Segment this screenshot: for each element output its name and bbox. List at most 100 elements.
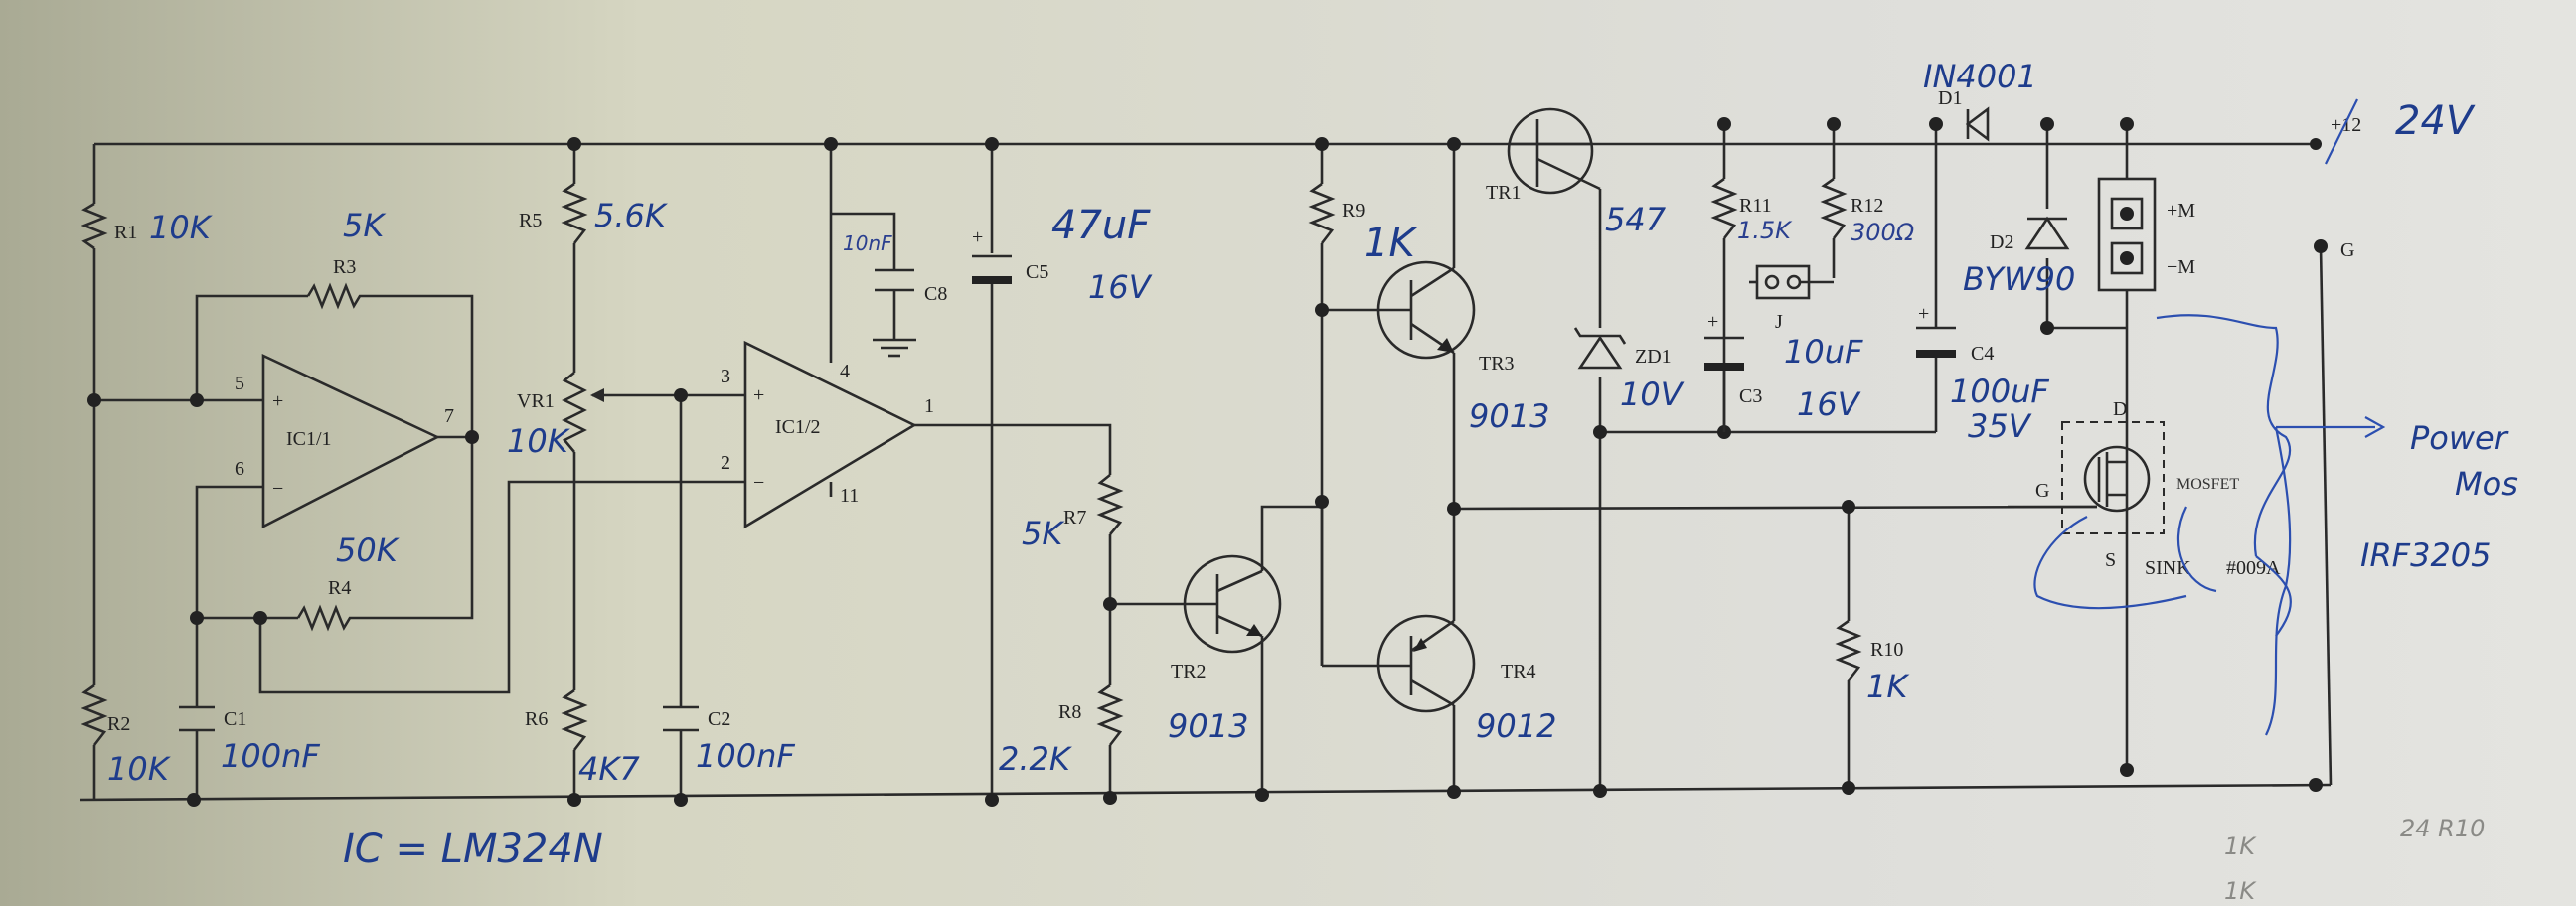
- svg-text:24 R10: 24 R10: [2400, 815, 2485, 842]
- svg-text:D2: D2: [1990, 231, 2013, 253]
- mosfet: D G S MOSFET SINK #009A: [2035, 398, 2281, 579]
- svg-text:4K7: 4K7: [578, 750, 640, 788]
- svg-text:BYW90: BYW90: [1963, 260, 2075, 298]
- resistor-r8: R8 2.2K: [999, 683, 1124, 778]
- transistor-tr3: TR3 9013: [1376, 260, 1549, 435]
- svg-text:47uF: 47uF: [1051, 203, 1151, 248]
- junction-dots: [87, 117, 2328, 807]
- svg-text:11: 11: [840, 485, 859, 507]
- resistor-r1: R1 10K: [80, 202, 214, 250]
- svg-text:VR1: VR1: [517, 390, 555, 412]
- transistor-tr1: TR1 547: [1486, 107, 1667, 238]
- opamp-ic1-1: IC1/1 + − 5 6 7: [235, 353, 454, 529]
- svg-text:1K: 1K: [1866, 668, 1910, 705]
- svg-text:3: 3: [721, 366, 730, 387]
- svg-text:R12: R12: [1851, 195, 1883, 217]
- svg-text:2: 2: [721, 452, 730, 474]
- svg-text:6: 6: [235, 458, 244, 480]
- svg-text:1.5K: 1.5K: [1737, 217, 1793, 244]
- svg-text:R10: R10: [1870, 639, 1903, 661]
- svg-text:−: −: [272, 478, 283, 500]
- svg-text:Mos: Mos: [2455, 465, 2518, 503]
- resistor-r3: R3 5K: [306, 207, 387, 310]
- faint-notes: 1K 1K 24 R10: [2224, 815, 2485, 905]
- svg-text:16V: 16V: [1088, 268, 1153, 306]
- svg-text:+: +: [1707, 311, 1718, 333]
- svg-text:1K: 1K: [2224, 877, 2257, 905]
- supply-labels: +12 24V G: [2310, 98, 2476, 261]
- potentiometer-vr1: VR1 10K: [507, 371, 604, 460]
- svg-text:+: +: [1918, 303, 1929, 325]
- svg-text:J: J: [1775, 311, 1783, 333]
- svg-text:547: 547: [1605, 201, 1667, 238]
- svg-text:C4: C4: [1971, 343, 1994, 365]
- svg-text:1K: 1K: [2224, 832, 2257, 860]
- svg-text:#009A: #009A: [2226, 557, 2281, 579]
- svg-text:R6: R6: [525, 708, 548, 730]
- opamp-ic1-2: IC1/2 + − 3 2 4 1 11: [721, 340, 934, 529]
- svg-text:R4: R4: [328, 577, 351, 599]
- svg-text:9013: 9013: [1168, 707, 1248, 745]
- svg-text:50K: 50K: [336, 531, 401, 569]
- svg-text:10K: 10K: [149, 209, 214, 246]
- svg-text:5: 5: [235, 373, 244, 394]
- svg-text:−M: −M: [2167, 256, 2195, 278]
- svg-text:TR2: TR2: [1171, 661, 1207, 682]
- svg-text:R2: R2: [107, 713, 130, 735]
- svg-text:R3: R3: [333, 256, 356, 278]
- svg-text:7: 7: [444, 405, 454, 427]
- svg-text:R1: R1: [114, 222, 137, 243]
- svg-text:R7: R7: [1063, 507, 1086, 528]
- svg-text:5.6K: 5.6K: [594, 197, 669, 234]
- capacitor-c1: C1 100nF: [179, 705, 320, 775]
- svg-text:100nF: 100nF: [221, 737, 320, 775]
- svg-text:R9: R9: [1342, 200, 1365, 222]
- svg-text:5K: 5K: [1022, 515, 1065, 552]
- transistor-tr4: TR4 9012: [1376, 614, 1556, 745]
- transistor-tr2: TR2 9013: [1168, 554, 1282, 745]
- svg-text:−: −: [753, 472, 764, 494]
- svg-text:+: +: [272, 390, 283, 412]
- wiring: [79, 124, 2333, 802]
- resistor-r6: R6 4K7: [525, 688, 640, 788]
- resistor-r10: R10 1K: [1835, 619, 1910, 705]
- svg-text:10K: 10K: [107, 750, 172, 788]
- svg-text:TR4: TR4: [1501, 661, 1536, 682]
- svg-text:D: D: [2113, 398, 2127, 420]
- svg-text:10K: 10K: [507, 422, 571, 460]
- capacitor-c8: C8 10nF: [843, 231, 947, 358]
- capacitor-c3: + C3 10uF 16V: [1704, 311, 1863, 432]
- svg-text:C3: C3: [1739, 385, 1762, 407]
- svg-text:IRF3205: IRF3205: [2360, 536, 2492, 574]
- resistor-r4: R4 50K: [296, 531, 401, 632]
- svg-text:100nF: 100nF: [696, 737, 795, 775]
- svg-text:C1: C1: [224, 708, 246, 730]
- resistor-r5: R5 5.6K: [519, 182, 669, 244]
- svg-text:S: S: [2105, 549, 2116, 571]
- svg-text:R5: R5: [519, 210, 542, 231]
- svg-text:TR3: TR3: [1479, 353, 1515, 375]
- zener-zd1: ZD1 10V: [1573, 327, 1685, 413]
- capacitor-c4: + C4 100uF 35V: [1916, 303, 2049, 445]
- capacitor-c2: C2 100nF: [663, 705, 795, 775]
- svg-text:MOSFET: MOSFET: [2176, 476, 2239, 493]
- svg-text:D1: D1: [1938, 87, 1962, 109]
- svg-text:C2: C2: [708, 708, 730, 730]
- svg-text:G: G: [2035, 480, 2049, 502]
- motor-connector: +M −M: [2097, 177, 2195, 292]
- handwritten-annotations: Power Mos IRF3205 IC = LM324N: [343, 314, 2518, 872]
- diode-d1: D1 IN4001: [1923, 58, 2037, 142]
- svg-text:R11: R11: [1739, 195, 1772, 217]
- svg-text:+: +: [972, 226, 983, 248]
- diode-d2: D2 BYW90: [1963, 216, 2075, 298]
- svg-text:C5: C5: [1026, 261, 1048, 283]
- svg-text:+M: +M: [2167, 200, 2195, 222]
- svg-text:300Ω: 300Ω: [1851, 219, 1915, 246]
- svg-text:1: 1: [924, 395, 934, 417]
- resistor-r9: R9 1K: [1308, 182, 1417, 266]
- svg-text:5K: 5K: [343, 207, 387, 244]
- resistor-r11: R11 1.5K: [1710, 177, 1793, 244]
- svg-text:100uF: 100uF: [1950, 373, 2049, 410]
- svg-text:10nF: 10nF: [843, 231, 892, 255]
